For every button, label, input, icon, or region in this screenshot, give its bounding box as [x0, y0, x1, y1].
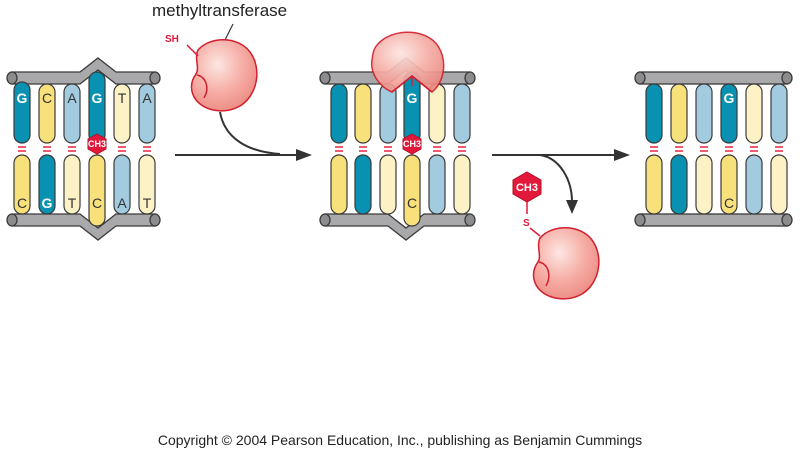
backbone-end: [634, 71, 646, 85]
reaction-arrow-icon: [175, 111, 312, 161]
base-letter: T: [68, 195, 77, 211]
base-letter: A: [117, 195, 127, 211]
methyl-label: CH3: [516, 182, 538, 194]
methyl-hexagon-icon: CH3: [87, 133, 107, 155]
backbone-end: [464, 71, 476, 85]
base-T: [428, 83, 446, 144]
base-T: [745, 83, 763, 144]
thiol-label: SH: [165, 34, 179, 45]
base-G: [13, 81, 31, 144]
base-T: [63, 154, 81, 215]
base-letter: G: [407, 90, 418, 106]
backbone-bottom: [324, 213, 471, 241]
reaction-arrow-icon: [492, 149, 630, 214]
base-letter: A: [142, 90, 152, 106]
base-C: [645, 154, 663, 215]
enzyme-released: CH3 S: [512, 171, 600, 300]
base-letter: G: [92, 90, 103, 106]
base-A: [379, 83, 397, 144]
base-C: [670, 83, 688, 144]
base-A: [138, 83, 156, 144]
base-T: [138, 154, 156, 215]
backbone-bottom: [11, 213, 156, 241]
base-T: [453, 154, 471, 215]
methyl-hexagon-icon: CH3: [402, 133, 422, 155]
enzyme-blob-icon: [190, 39, 258, 112]
backbone-end: [6, 71, 18, 85]
backbone-top: [11, 57, 156, 85]
backbone-top: [639, 71, 788, 85]
base-C: [354, 83, 372, 144]
base-G: [354, 154, 372, 215]
base-letter: C: [724, 195, 734, 211]
base-letter: T: [143, 195, 152, 211]
base-letter: C: [92, 195, 102, 211]
backbone-end: [149, 71, 161, 85]
base-A: [113, 154, 131, 215]
base-letter: G: [17, 90, 28, 106]
base-letter: T: [118, 90, 127, 106]
base-G: [670, 154, 688, 215]
base-letter: A: [67, 90, 77, 106]
base-A: [695, 83, 713, 144]
enzyme-free: SH: [165, 23, 258, 112]
panel-dna-bound: CH3 G C: [319, 31, 476, 241]
base-G: [88, 71, 106, 144]
backbone-end: [634, 213, 646, 227]
base-G: [330, 83, 348, 144]
enzyme-name-label: methyltransferase: [152, 1, 288, 20]
hydrogen-bonds: [650, 146, 783, 152]
panel-dna-after: G C: [634, 71, 793, 227]
panel-dna-before: CH3 G C A G T A C G T C A T: [6, 57, 161, 241]
label-leader-line: [223, 23, 234, 43]
base-letter: G: [42, 195, 53, 211]
hydrogen-bonds: [18, 146, 151, 152]
base-A: [428, 154, 446, 215]
enzyme-pocket: [538, 261, 550, 287]
enzyme-blob-icon: [532, 227, 600, 300]
base-letter: C: [407, 195, 417, 211]
backbone-end: [464, 213, 476, 227]
methyl-label: CH3: [88, 139, 106, 149]
base-A: [453, 83, 471, 144]
base-T: [695, 154, 713, 215]
base-C: [330, 154, 348, 215]
base-G: [645, 83, 663, 144]
backbone-end: [781, 71, 793, 85]
backbone-end: [6, 213, 18, 227]
base-C: [720, 154, 738, 215]
backbone-end: [149, 213, 161, 227]
copyright-notice: Copyright © 2004 Pearson Education, Inc.…: [157, 432, 643, 448]
base-A: [63, 83, 81, 144]
base-G: [38, 154, 56, 215]
base-T: [379, 154, 397, 215]
base-C: [403, 154, 421, 227]
enzyme-pocket: [196, 74, 208, 99]
backbone-end: [781, 213, 793, 227]
base-C: [13, 154, 31, 215]
base-letter: G: [724, 90, 735, 106]
base-letter: C: [42, 90, 52, 106]
base-G: [720, 83, 738, 144]
base-A: [745, 154, 763, 215]
base-C: [88, 154, 106, 227]
thiol-bond: [529, 227, 541, 237]
base-letter: C: [17, 195, 27, 211]
base-T: [770, 154, 788, 215]
backbone-end: [319, 213, 331, 227]
base-T: [113, 83, 131, 144]
sulfur-label: S: [523, 218, 530, 229]
methyl-label: CH3: [403, 139, 421, 149]
backbone-end: [319, 71, 331, 85]
hydrogen-bonds: [335, 146, 466, 152]
thiol-bond: [186, 44, 199, 57]
base-C: [38, 83, 56, 144]
methyl-hexagon-icon: CH3: [512, 171, 542, 203]
backbone-bottom: [639, 213, 788, 227]
base-A: [770, 83, 788, 144]
